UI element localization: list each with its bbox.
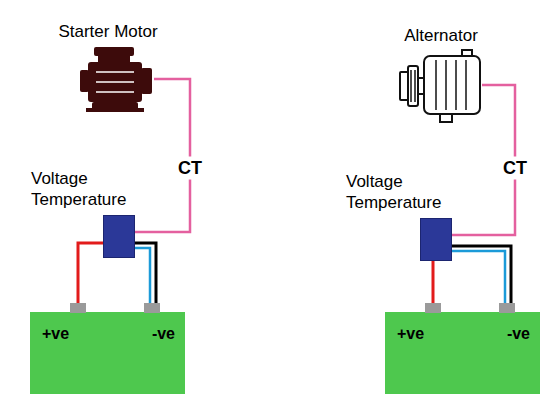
wire-label: CT (176, 156, 204, 179)
wire (135, 243, 156, 312)
wire-label: CT (501, 156, 529, 179)
terminal-label: -ve (507, 324, 530, 343)
battery-box: +ve -ve (385, 312, 540, 394)
sensor-label: Voltage Temperature (31, 169, 126, 210)
wire (452, 251, 505, 312)
component-label: Starter Motor (58, 22, 157, 42)
starter-motor-icon (80, 47, 152, 112)
terminal-label: -ve (152, 324, 175, 343)
component-icon: Starter Motor (78, 46, 154, 112)
negative-terminal (499, 303, 515, 313)
wire (78, 243, 103, 312)
positive-terminal (70, 303, 86, 313)
positive-terminal (425, 303, 441, 313)
sensor-label: Voltage Temperature (346, 172, 441, 213)
terminal-label: +ve (42, 324, 69, 343)
alternator-icon (400, 50, 480, 122)
terminal-label: +ve (397, 324, 424, 343)
component-label: Alternator (404, 26, 478, 46)
sensor-box: Voltage Temperature (103, 215, 135, 258)
battery-box: +ve -ve (30, 312, 185, 394)
sensor-box: Voltage Temperature (420, 218, 452, 261)
negative-terminal (144, 303, 160, 313)
component-icon: Alternator (400, 50, 482, 120)
